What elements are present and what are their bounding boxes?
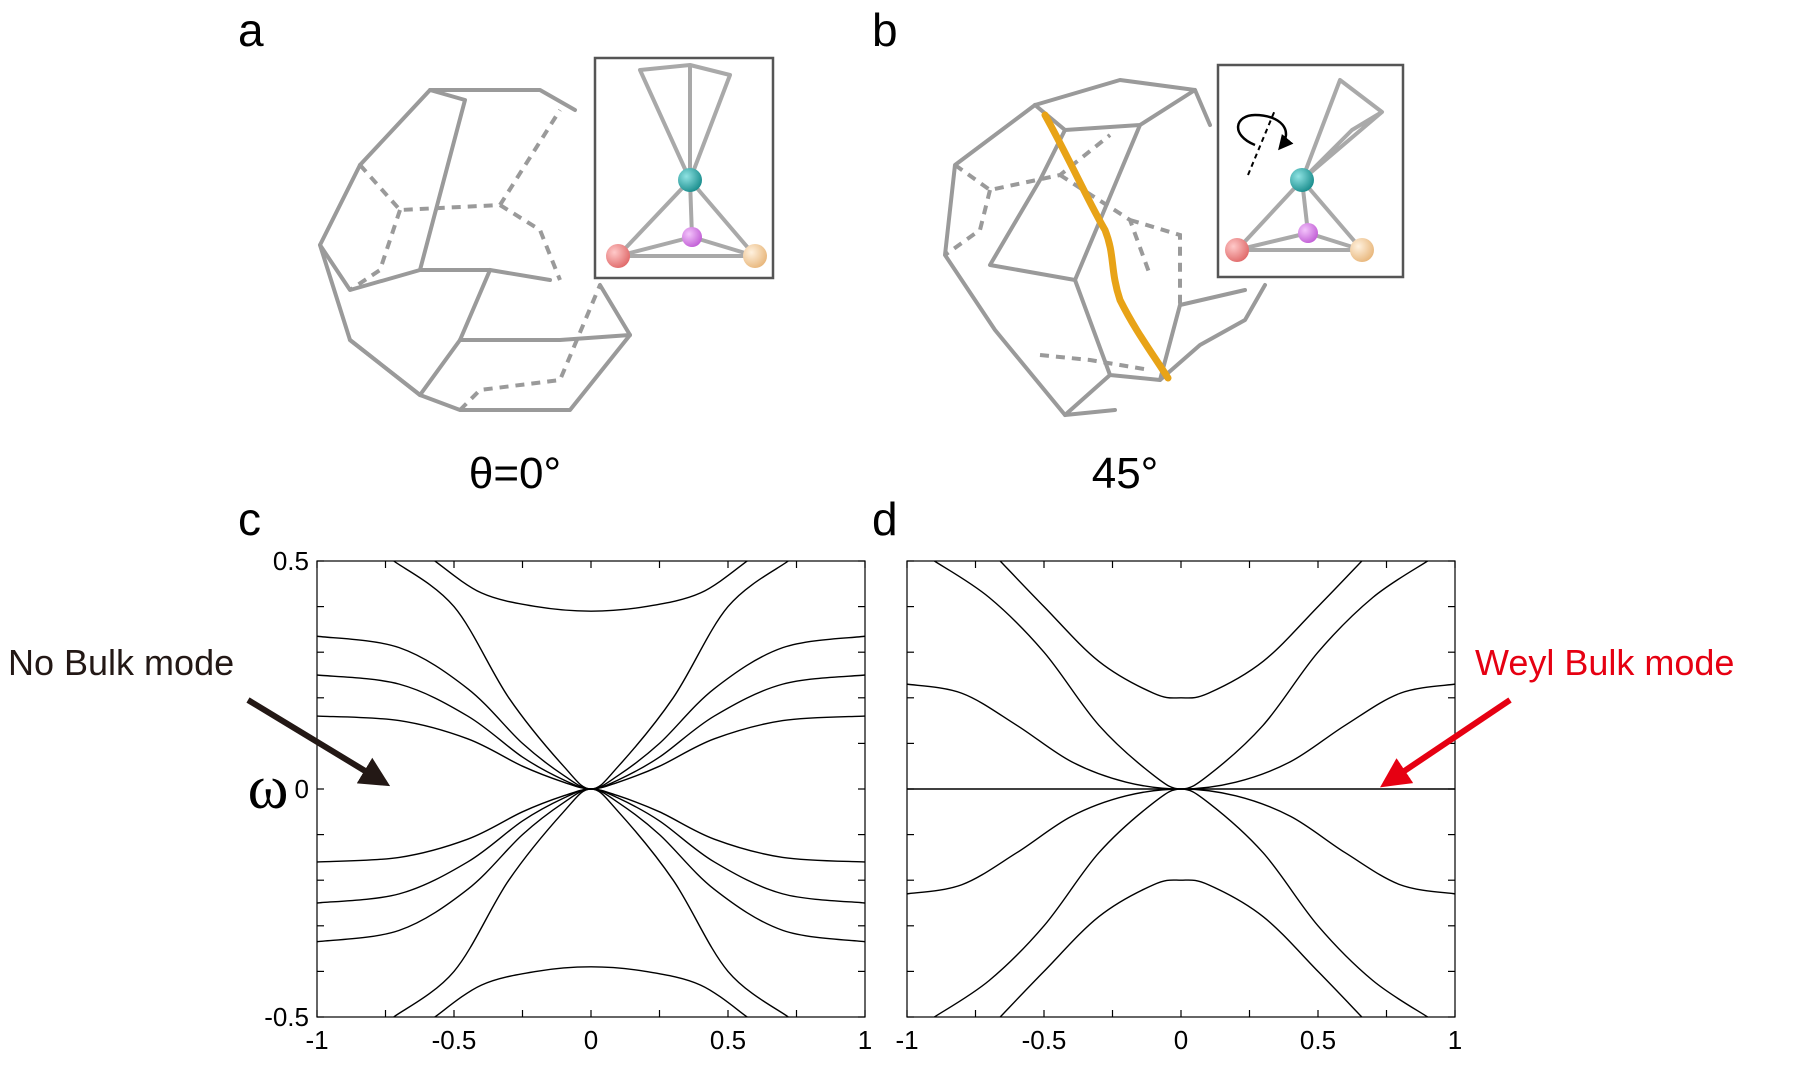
x-tick-label-c: 0 bbox=[584, 1025, 598, 1055]
panel-a: a θ=0° bbox=[238, 4, 775, 498]
x-tick-label-d: 1 bbox=[1448, 1025, 1462, 1055]
band-line-c-9 bbox=[317, 788, 865, 863]
x-tick-label-d: -1 bbox=[895, 1025, 918, 1055]
angle-label-a: θ=0° bbox=[469, 449, 561, 498]
atom-peach-b bbox=[1350, 238, 1374, 262]
x-tick-label-c: 1 bbox=[858, 1025, 872, 1055]
band-line-c-3 bbox=[317, 674, 865, 790]
annotation-weyl-bulk-mode: Weyl Bulk mode bbox=[1475, 642, 1734, 683]
angle-label-b: 45° bbox=[1092, 449, 1159, 498]
annotation-arrow-d bbox=[1380, 697, 1512, 788]
bz-b-bottom bbox=[1063, 373, 1112, 417]
x-tick-label-d: 0.5 bbox=[1300, 1025, 1336, 1055]
atom-peach-a bbox=[743, 244, 767, 268]
atom-red-a bbox=[606, 244, 630, 268]
bz-b-right-face bbox=[1073, 278, 1267, 382]
atom-teal-a bbox=[678, 168, 702, 192]
band-line-c-5 bbox=[393, 788, 789, 1017]
band-line-d-2 bbox=[999, 561, 1363, 699]
bz-a-right-low bbox=[458, 333, 632, 342]
panel-b: b 45° bbox=[872, 4, 1405, 498]
band-line-c-6 bbox=[434, 966, 748, 1017]
y-tick-label-c: 0 bbox=[295, 774, 309, 804]
y-tick-label-c: -0.5 bbox=[264, 1002, 309, 1032]
bz-b-dash-4 bbox=[1039, 353, 1151, 372]
inset-b-bottom-pyramid bbox=[1235, 178, 1364, 252]
bz-a-dash-4 bbox=[498, 203, 562, 281]
series-group-d bbox=[907, 561, 1455, 1017]
panel-letter-a: a bbox=[238, 4, 264, 56]
y-tick-label-c: 0.5 bbox=[273, 546, 309, 576]
band-line-c-8 bbox=[317, 788, 865, 904]
x-tick-label-c: 0.5 bbox=[710, 1025, 746, 1055]
bz-b-front-face bbox=[988, 123, 1142, 282]
bz-b-dash-1 bbox=[953, 133, 1112, 193]
band-line-d-6 bbox=[907, 788, 1455, 895]
atom-violet-b bbox=[1298, 223, 1318, 243]
band-line-d-1 bbox=[934, 561, 1428, 790]
band-line-c-4 bbox=[317, 715, 865, 790]
bz-a-dash-1 bbox=[358, 108, 562, 213]
panel-d: d -1 -0.5 0 0.5 1 Weyl Bulk mode bbox=[872, 493, 1734, 1055]
bz-a-dash-3 bbox=[458, 284, 602, 412]
panel-letter-b: b bbox=[872, 4, 898, 56]
panel-letter-d: d bbox=[872, 493, 898, 545]
bz-a-left-top bbox=[318, 163, 422, 292]
band-line-d-5 bbox=[999, 879, 1363, 1017]
bz-a-front-top bbox=[418, 88, 552, 282]
bz-b-dash-2 bbox=[943, 189, 992, 257]
x-tick-label-d: 0 bbox=[1174, 1025, 1188, 1055]
band-line-c-1 bbox=[434, 561, 748, 612]
weyl-line bbox=[1041, 111, 1172, 382]
brillouin-zone-a bbox=[318, 88, 632, 412]
inset-a-bottom-pyramid bbox=[616, 178, 757, 258]
rotation-axis bbox=[1247, 109, 1276, 176]
x-tick-label-c: -0.5 bbox=[432, 1025, 477, 1055]
band-line-c-0 bbox=[393, 561, 789, 790]
bz-b-top bbox=[1033, 78, 1212, 127]
bz-a-dash-2 bbox=[348, 209, 402, 292]
band-line-d-4 bbox=[934, 788, 1428, 1017]
band-line-c-7 bbox=[317, 788, 865, 943]
x-tick-label-c: -1 bbox=[305, 1025, 328, 1055]
annotation-arrow-c bbox=[246, 697, 391, 787]
series-group-c bbox=[317, 561, 865, 1017]
inset-b-top-pyramid bbox=[1300, 78, 1384, 182]
unit-cell-inset-a bbox=[593, 56, 775, 280]
panel-letter-c: c bbox=[238, 493, 261, 545]
atom-violet-a bbox=[682, 227, 702, 247]
y-axis-label: ω bbox=[248, 754, 289, 822]
unit-cell-inset-b bbox=[1216, 63, 1405, 279]
bz-a-bottom bbox=[348, 283, 632, 412]
band-line-d-3 bbox=[907, 683, 1455, 790]
band-line-c-2 bbox=[317, 635, 865, 790]
bz-b-inner bbox=[1158, 288, 1247, 382]
bz-b-left bbox=[943, 103, 1117, 417]
brillouin-zone-b bbox=[943, 78, 1267, 417]
atom-red-b bbox=[1225, 238, 1249, 262]
annotation-no-bulk-mode: No Bulk mode bbox=[8, 642, 234, 683]
atom-teal-b bbox=[1290, 168, 1314, 192]
plot-d: -1 -0.5 0 0.5 1 bbox=[895, 560, 1462, 1055]
x-tick-label-d: -0.5 bbox=[1022, 1025, 1067, 1055]
bz-b-dash-5 bbox=[1129, 218, 1182, 305]
rotation-arrow-icon bbox=[1236, 113, 1294, 151]
bz-a-top-edges bbox=[358, 88, 577, 167]
bz-a-front-low bbox=[418, 268, 492, 397]
